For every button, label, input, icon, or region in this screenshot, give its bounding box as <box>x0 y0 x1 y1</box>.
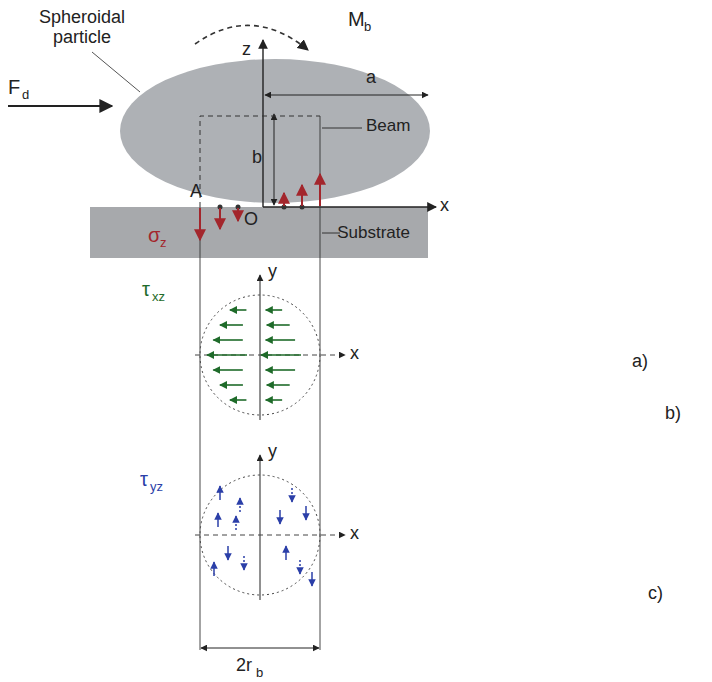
panel-letter: a) <box>632 352 648 372</box>
projection-line <box>320 116 321 650</box>
symbol: τ <box>140 468 148 490</box>
subscript: b <box>256 666 263 680</box>
substrate-block <box>90 207 428 258</box>
shear-arrow <box>219 486 221 500</box>
shear-arrow <box>243 556 245 570</box>
beam-outline <box>200 116 320 207</box>
x-axis <box>195 535 345 536</box>
shear-arrow <box>291 488 293 502</box>
shear-arrow <box>239 498 241 512</box>
shear-arrow <box>311 572 313 586</box>
stress-arrow <box>283 193 285 206</box>
leader-line <box>92 52 140 92</box>
panel-letter: c) <box>648 584 663 604</box>
leader-line <box>322 128 362 129</box>
substrate-block: Substrate <box>90 207 428 258</box>
shear-arrow <box>285 546 287 560</box>
spheroidal-particle <box>120 59 430 203</box>
subscript: z <box>160 236 167 250</box>
shear-arrow <box>213 339 243 341</box>
symbol: σ <box>148 224 160 246</box>
shear-arrow <box>217 513 219 527</box>
x-axis <box>195 355 345 356</box>
point-label: O <box>244 210 258 230</box>
subscript: xz <box>152 290 165 304</box>
shear-arrow <box>220 324 243 326</box>
shear-arrow <box>267 324 290 326</box>
dimension-b <box>274 114 275 205</box>
y-axis <box>260 275 261 420</box>
shear-arrow <box>266 339 296 341</box>
shear-arrow <box>207 354 247 356</box>
shear-arrow <box>266 399 283 401</box>
shear-arrow <box>261 354 301 356</box>
axis-label: x <box>350 344 359 364</box>
axis-label: y <box>268 442 277 462</box>
symbol: τ <box>142 278 150 300</box>
symbol: F <box>8 76 20 98</box>
shear-arrow <box>235 516 237 530</box>
shear-arrow <box>299 560 301 574</box>
dimension-2r <box>201 648 319 649</box>
symbol: M <box>348 8 365 30</box>
dimension-a <box>265 95 428 96</box>
axis-label: x <box>350 524 359 544</box>
y-axis <box>260 455 261 600</box>
x-axis <box>263 206 436 207</box>
dimension: b <box>252 148 262 168</box>
node-label: Substrate <box>337 223 410 243</box>
shear-arrow <box>220 384 243 386</box>
dimension: a <box>366 68 376 88</box>
subscript: d <box>22 88 29 102</box>
shear-arrow <box>266 369 296 371</box>
axis-label: y <box>268 262 277 282</box>
shear-arrow <box>213 369 243 371</box>
shear-arrow <box>230 309 247 311</box>
shear-arrow <box>213 562 215 576</box>
shear-arrow <box>279 510 281 524</box>
subscript: yz <box>150 480 163 494</box>
stress-arrow <box>219 208 221 229</box>
stress-arrow <box>301 185 303 206</box>
stress-arrow <box>319 174 321 206</box>
moment-arrow <box>195 25 308 50</box>
shear-arrow <box>305 506 307 520</box>
dimension: 2r <box>236 656 252 676</box>
shear-arrow <box>267 384 290 386</box>
z-axis <box>262 40 263 207</box>
part-name: Beam <box>366 117 410 136</box>
projection-line <box>200 207 201 650</box>
axis-label: z <box>242 40 251 60</box>
stress-arrow <box>237 208 239 221</box>
part-name: Spheroidal particle <box>22 8 142 48</box>
shear-arrow <box>227 546 229 560</box>
shear-arrow <box>266 309 283 311</box>
stress-arrow <box>199 208 201 240</box>
point-label: A <box>190 182 202 202</box>
force-arrow <box>8 105 112 107</box>
subscript: b <box>364 20 371 34</box>
axis-label: x <box>440 196 449 216</box>
panel-letter: b) <box>665 404 681 424</box>
shear-arrow <box>230 399 247 401</box>
